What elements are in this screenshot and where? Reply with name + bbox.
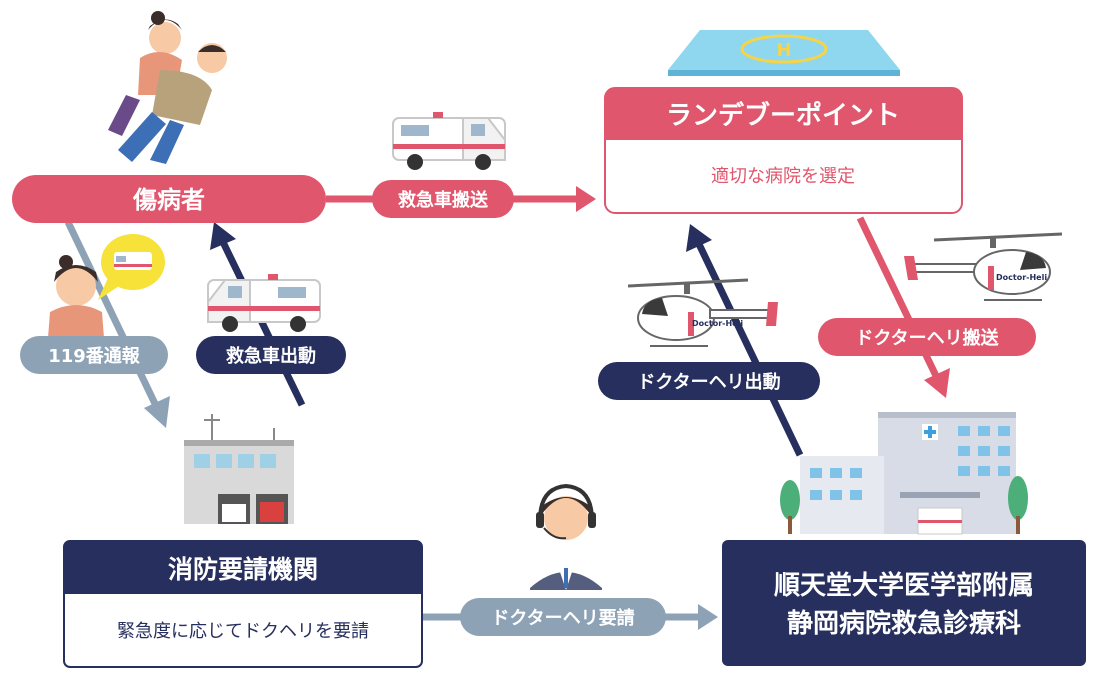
svg-text:救急車搬送: 救急車搬送 — [398, 189, 489, 211]
helipad-icon: H — [668, 30, 900, 76]
rendezvous-title: ランデブーポイント — [666, 100, 900, 131]
fire-department-box: 消防要請機関 緊急度に応じてドクヘリを要請 — [63, 540, 423, 668]
patient-label: 傷病者 — [132, 186, 205, 214]
patient-node: 傷病者 — [12, 175, 326, 223]
hospital-name-line1: 順天堂大学医学部附属 — [774, 570, 1034, 601]
arrow-emergency-call — [64, 220, 170, 428]
helicopter-icon: Doctor-Heli — [904, 232, 1063, 301]
speech-bubble-icon — [98, 234, 165, 300]
fire-department-title: 消防要請機関 — [168, 555, 318, 584]
rendezvous-description: 適切な病院を選定 — [711, 166, 855, 187]
helicopter-text: Doctor-Heli — [996, 273, 1047, 282]
svg-text:ドクターヘリ搬送: ドクターヘリ搬送 — [855, 327, 999, 349]
edge-label-heli-dispatch: ドクターヘリ出動 — [598, 362, 820, 400]
hospital-name-line2: 静岡病院救急診療科 — [787, 608, 1021, 639]
rescue-people-icon — [108, 11, 227, 164]
svg-text:119番通報: 119番通報 — [48, 345, 141, 367]
edge-label-ambulance-transport: 救急車搬送 — [372, 180, 514, 218]
arrow-heli-transport — [856, 216, 950, 398]
svg-text:ドクターヘリ要請: ドクターヘリ要請 — [491, 607, 634, 629]
arrow-heli-dispatch — [686, 224, 804, 457]
edge-label-ambulance-dispatch: 救急車出動 — [196, 336, 346, 374]
operator-headset-icon — [530, 483, 602, 590]
caller-person-icon — [48, 255, 104, 338]
rendezvous-point-box: ランデブーポイント 適切な病院を選定 — [604, 87, 963, 214]
hospital-building-icon — [780, 412, 1028, 535]
svg-text:ドクターヘリ出動: ドクターヘリ出動 — [637, 371, 780, 393]
hospital-node: 順天堂大学医学部附属 静岡病院救急診療科 — [722, 540, 1086, 666]
ambulance-icon — [207, 274, 321, 332]
fire-department-description: 緊急度に応じてドクヘリを要請 — [117, 621, 369, 642]
svg-text:救急車出動: 救急車出動 — [226, 345, 316, 367]
ambulance-icon — [392, 112, 506, 170]
edge-label-heli-transport: ドクターヘリ搬送 — [818, 318, 1036, 356]
fire-station-icon — [184, 414, 294, 524]
edge-label-heli-request: ドクターヘリ要請 — [460, 598, 666, 636]
helipad-mark: H — [776, 40, 791, 61]
helicopter-text: Doctor-Heli — [692, 319, 743, 328]
edge-label-emergency-call: 119番通報 — [20, 336, 168, 374]
helicopter-icon: Doctor-Heli — [627, 278, 778, 347]
